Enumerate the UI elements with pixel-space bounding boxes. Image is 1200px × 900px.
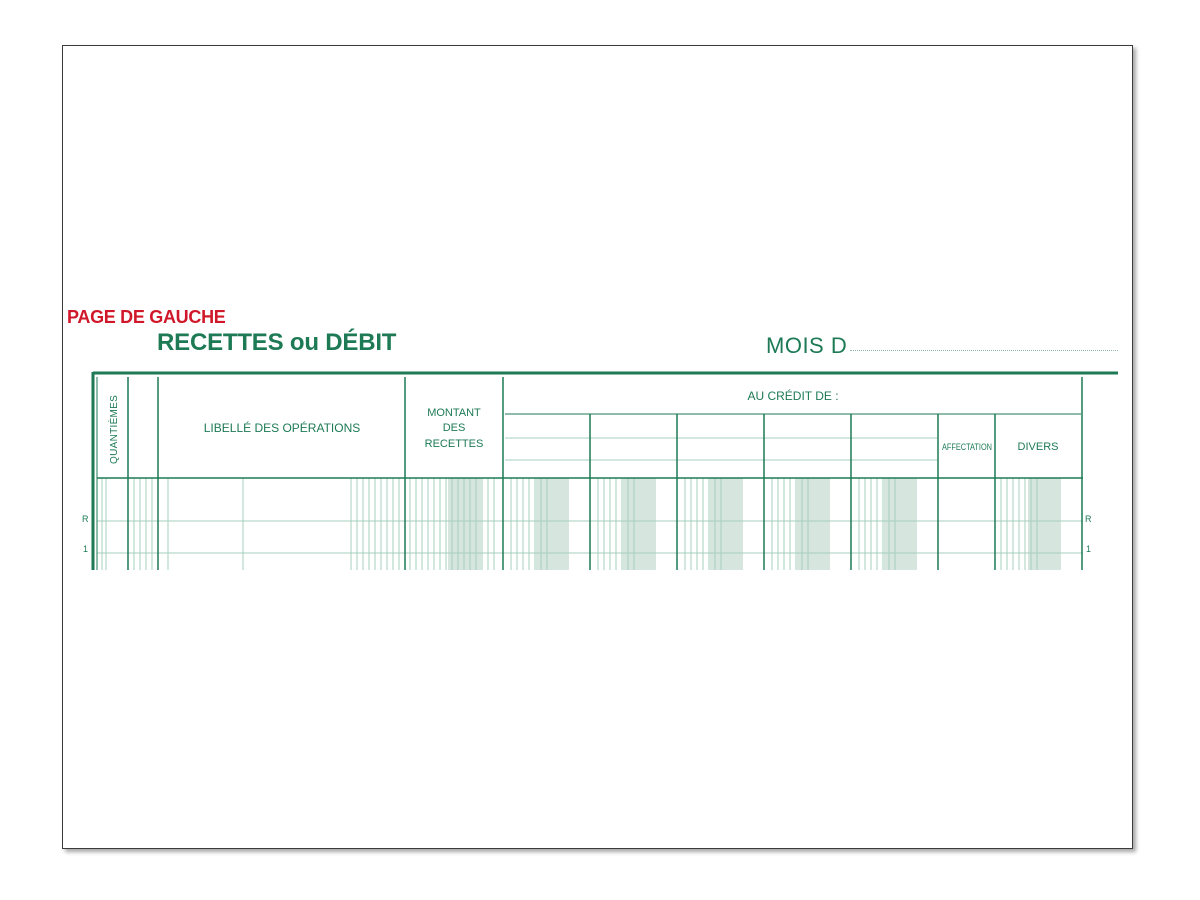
col-header-montant-2: DES (443, 422, 466, 434)
shade-divers (1028, 478, 1061, 570)
col-header-montant-1: MONTANT (427, 407, 481, 419)
row-marker-left-r: R (82, 514, 89, 524)
row-marker-right-1: 1 (1086, 544, 1091, 554)
shaded-columns (448, 478, 1061, 570)
col-header-au-credit-de: AU CRÉDIT DE : (747, 388, 838, 403)
col-header-libelle: LIBELLÉ DES OPÉRATIONS (204, 420, 361, 435)
ledger-sheet (62, 45, 1133, 849)
outer-frame (91, 371, 1118, 570)
month-fill-line (850, 350, 1118, 351)
month-label: MOIS D (766, 333, 848, 358)
col-header-montant-3: RECETTES (425, 438, 484, 450)
col-header-quantiemes: QUANTIÈMES (107, 395, 120, 464)
page-side-label: PAGE DE GAUCHE (67, 307, 226, 327)
column-dividers (127, 377, 1083, 570)
row-marker-right-r: R (1085, 514, 1092, 524)
thin-guides (101, 478, 1038, 570)
document-title: RECETTES ou DÉBIT (157, 329, 397, 356)
col-header-divers: DIVERS (1018, 441, 1059, 453)
col-header-affectation: AFFECTATION (942, 442, 992, 452)
row-marker-left-1: 1 (83, 544, 88, 554)
